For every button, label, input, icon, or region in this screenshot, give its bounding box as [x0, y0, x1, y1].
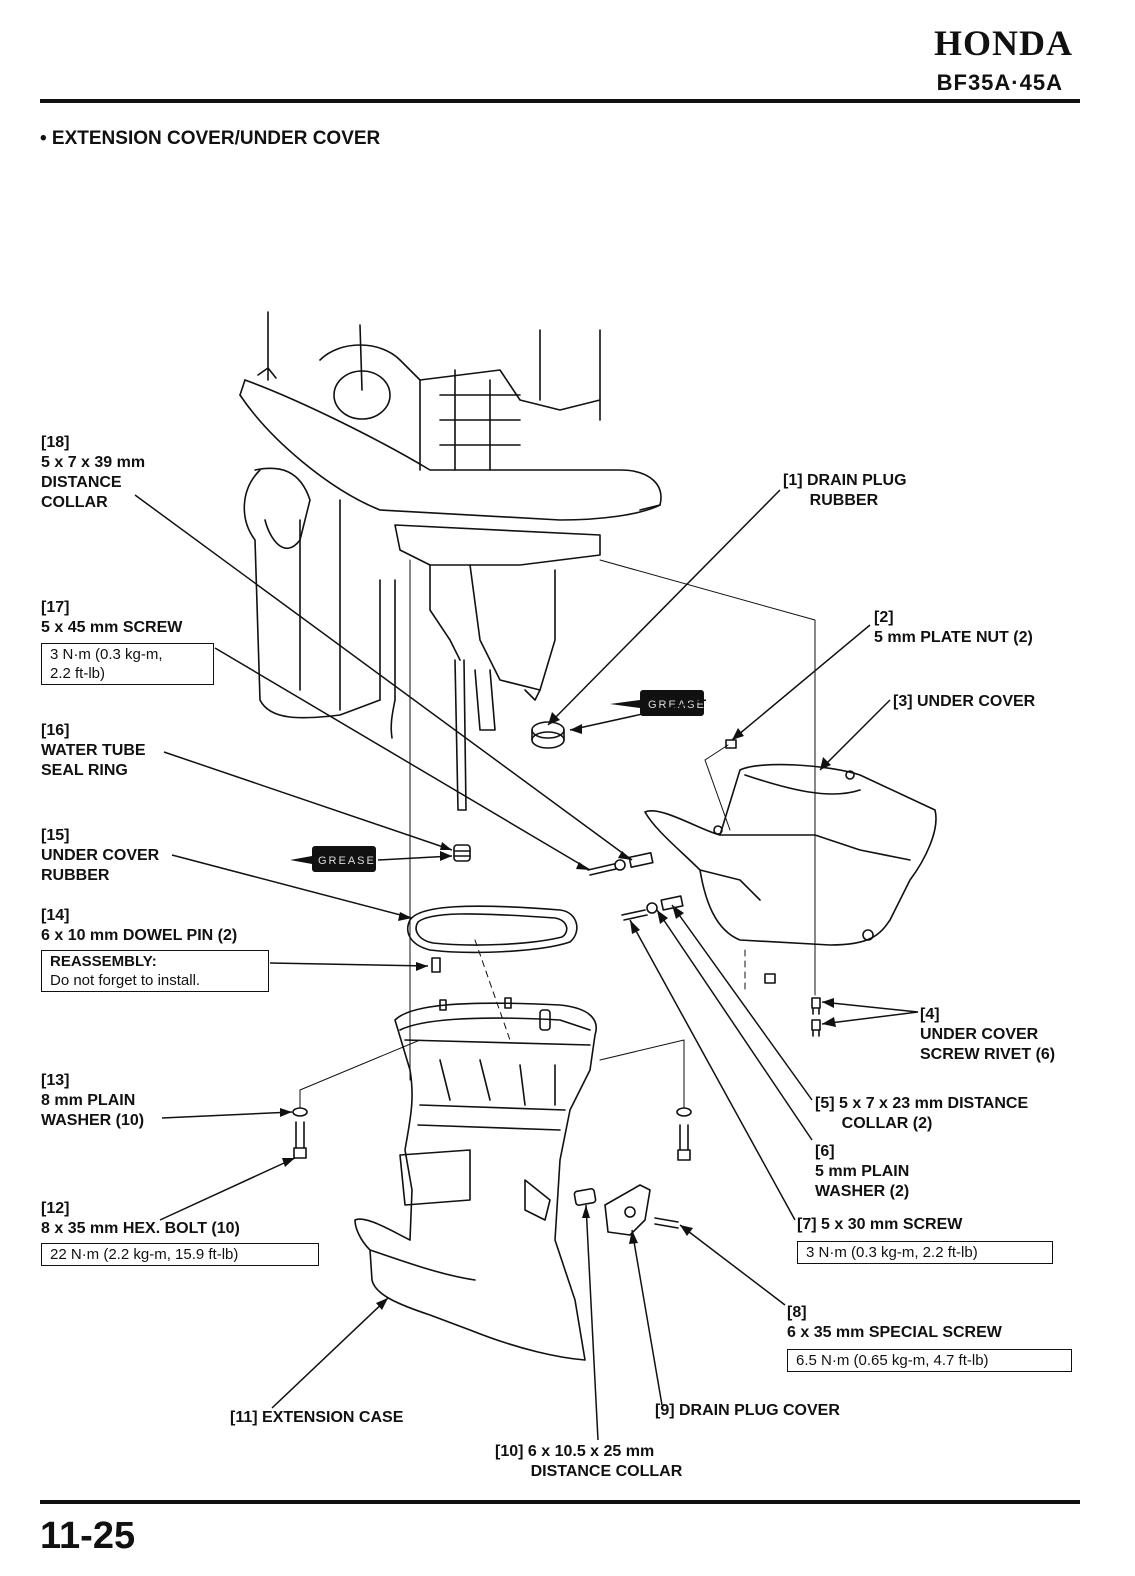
- part-label-16: [16] WATER TUBE SEAL RING: [41, 722, 146, 779]
- part-label-13: [13] 8 mm PLAIN WASHER (10): [41, 1072, 145, 1129]
- part-label-7: [7] 5 x 30 mm SCREW: [797, 1216, 963, 1233]
- screw-assembly-upper: [587, 852, 654, 876]
- screw-assembly-lower: [621, 895, 684, 921]
- mounting-tray: [239, 367, 662, 811]
- header-rule: [40, 99, 1080, 103]
- plate-nut: [725, 739, 737, 749]
- torque-note-12: 22 N·m (2.2 kg-m, 15.9 ft-lb): [41, 1243, 319, 1266]
- part-label-9: [9] DRAIN PLUG COVER: [655, 1402, 840, 1419]
- part-label-11: [11] EXTENSION CASE: [230, 1409, 404, 1426]
- part-label-1: [1] DRAIN PLUG RUBBER: [783, 472, 907, 509]
- extension-case: [354, 997, 597, 1361]
- torque-note-7: 3 N·m (0.3 kg-m, 2.2 ft-lb): [797, 1241, 1053, 1264]
- part-label-12: [12] 8 x 35 mm HEX. BOLT (10): [41, 1200, 240, 1237]
- part-label-10: [10] 6 x 10.5 x 25 mm DISTANCE COLLAR: [495, 1443, 683, 1480]
- leader-lines: [134, 489, 919, 1441]
- hex-bolt-left: [292, 1107, 308, 1159]
- part-label-8: [8] 6 x 35 mm SPECIAL SCREW: [787, 1304, 1002, 1341]
- arrowheads: [280, 712, 836, 1310]
- page-number: 11-25: [40, 1515, 136, 1557]
- footer-rule: [40, 1500, 1080, 1504]
- reassembly-title: REASSEMBLY:: [50, 953, 157, 970]
- drain-plug-rubber: [531, 721, 565, 749]
- part-label-15: [15] UNDER COVER RUBBER: [41, 827, 160, 884]
- special-screw: [654, 1217, 679, 1229]
- grease-tube-lower: GREASE: [290, 846, 376, 872]
- under-cover: [644, 763, 937, 946]
- engine-illustration: [243, 311, 601, 739]
- part-label-18: [18] 5 x 7 x 39 mm DISTANCE COLLAR: [41, 434, 146, 511]
- model-name: BF35A·45A: [936, 70, 1063, 95]
- under-cover-rubber: [406, 905, 578, 954]
- distance-collar: [573, 1188, 597, 1206]
- water-tube-seal-ring: [453, 844, 471, 862]
- brand-logo: HONDA: [934, 23, 1073, 63]
- screw-rivets: [811, 997, 821, 1037]
- torque-note-17: 3 N·m (0.3 kg-m, 2.2 ft-lb): [41, 643, 214, 685]
- reassembly-text: Do not forget to install.: [50, 972, 201, 989]
- svg-text:GREASE: GREASE: [318, 855, 376, 867]
- section-title: • EXTENSION COVER/UNDER COVER: [40, 128, 381, 149]
- part-label-17: [17] 5 x 45 mm SCREW: [41, 599, 183, 636]
- part-label-14: [14] 6 x 10 mm DOWEL PIN (2): [41, 907, 238, 944]
- part-label-2: [2] 5 mm PLATE NUT (2): [874, 609, 1033, 646]
- alignment-lines: [299, 559, 816, 1109]
- part-label-4: [4] UNDER COVER SCREW RIVET (6): [920, 1006, 1056, 1063]
- grease-tube-upper: GREASE: [610, 690, 706, 716]
- hex-bolt-right: [676, 1107, 692, 1161]
- svg-text:GREASE: GREASE: [648, 699, 706, 711]
- part-label-5: [5] 5 x 7 x 23 mm DISTANCE COLLAR (2): [815, 1095, 1029, 1132]
- reassembly-note: REASSEMBLY: Do not forget to install.: [41, 950, 269, 992]
- part-label-3: [3] UNDER COVER: [893, 693, 1036, 710]
- part-label-6: [6] 5 mm PLAIN WASHER (2): [815, 1143, 910, 1200]
- dowel-pin: [431, 957, 441, 973]
- plate-nut: [764, 973, 776, 984]
- drain-plug-cover: [604, 1184, 651, 1236]
- torque-note-8: 6.5 N·m (0.65 kg-m, 4.7 ft-lb): [787, 1349, 1072, 1372]
